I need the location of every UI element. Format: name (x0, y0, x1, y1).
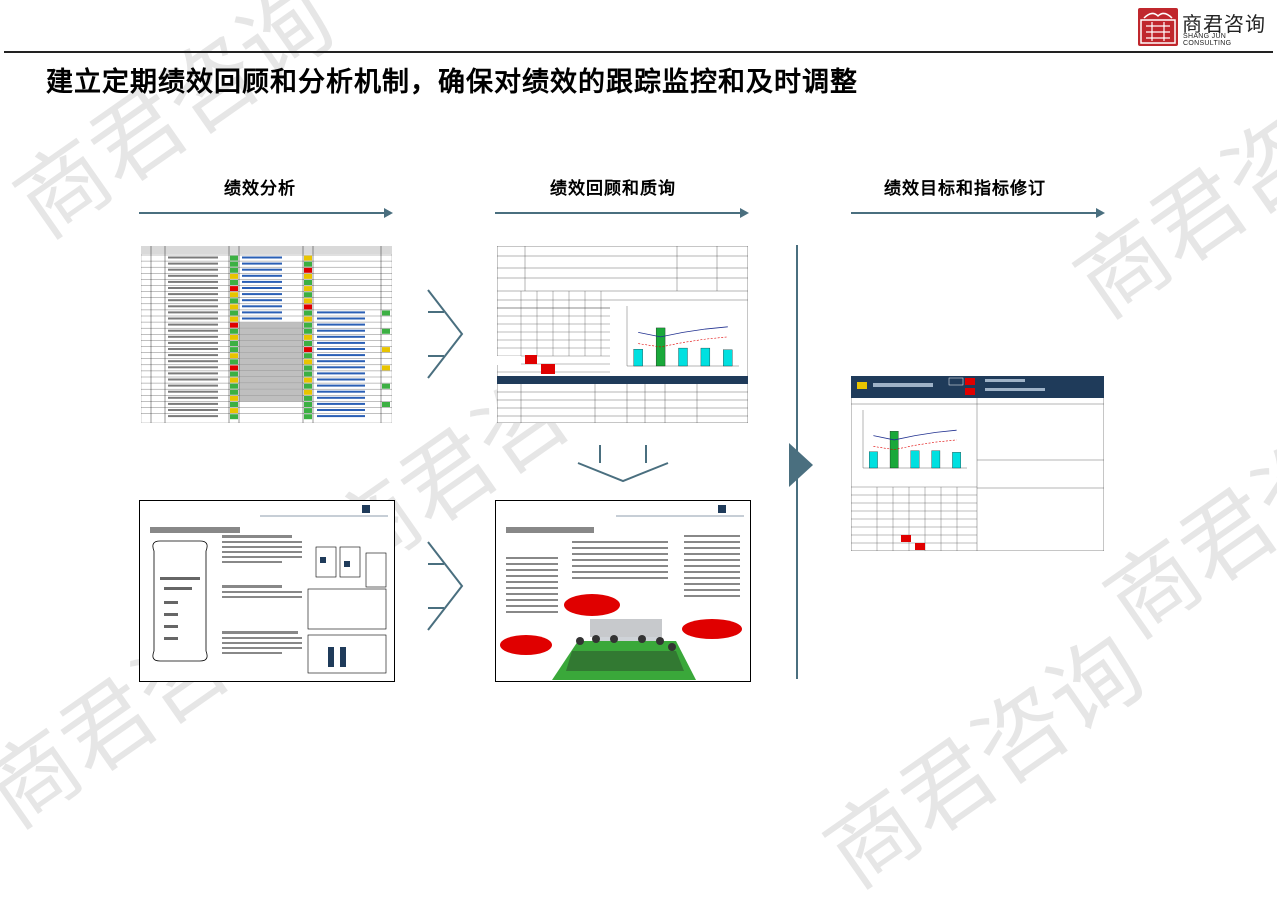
page-title: 建立定期绩效回顾和分析机制，确保对绩效的跟踪监控和及时调整 (46, 67, 858, 98)
logo-seal (1138, 8, 1178, 46)
logo-name-cn: 商君咨询 (1182, 12, 1266, 36)
chevron-right-icon (426, 288, 466, 385)
company-logo: 商君咨询 SHANG JUN CONSULTING (1138, 6, 1274, 47)
watermark: 商君咨询 (1057, 45, 1277, 339)
section-header-analysis: 绩效分析 (224, 179, 296, 199)
watermark: 商君咨询 (0, 0, 353, 259)
chevron-down-icon (576, 443, 670, 488)
section-arrow (139, 208, 393, 218)
review-meeting-slide-thumbnail (495, 500, 751, 682)
analysis-table-thumbnail (141, 246, 392, 423)
analysis-slide-thumbnail (139, 500, 395, 682)
triangle-right-icon (789, 443, 813, 487)
header-divider (4, 51, 1273, 53)
section-header-revision: 绩效目标和指标修订 (884, 179, 1046, 199)
logo-name-en: SHANG JUN CONSULTING (1183, 33, 1232, 47)
review-sheet-thumbnail (497, 246, 748, 423)
watermark: 商君咨询 (1087, 365, 1277, 659)
section-header-review: 绩效回顾和质询 (550, 179, 676, 199)
revision-dashboard-thumbnail (851, 376, 1104, 551)
chevron-right-icon (426, 540, 466, 637)
section-arrow (851, 208, 1105, 218)
section-arrow (495, 208, 749, 218)
watermark: 商君咨询 (807, 615, 1163, 909)
